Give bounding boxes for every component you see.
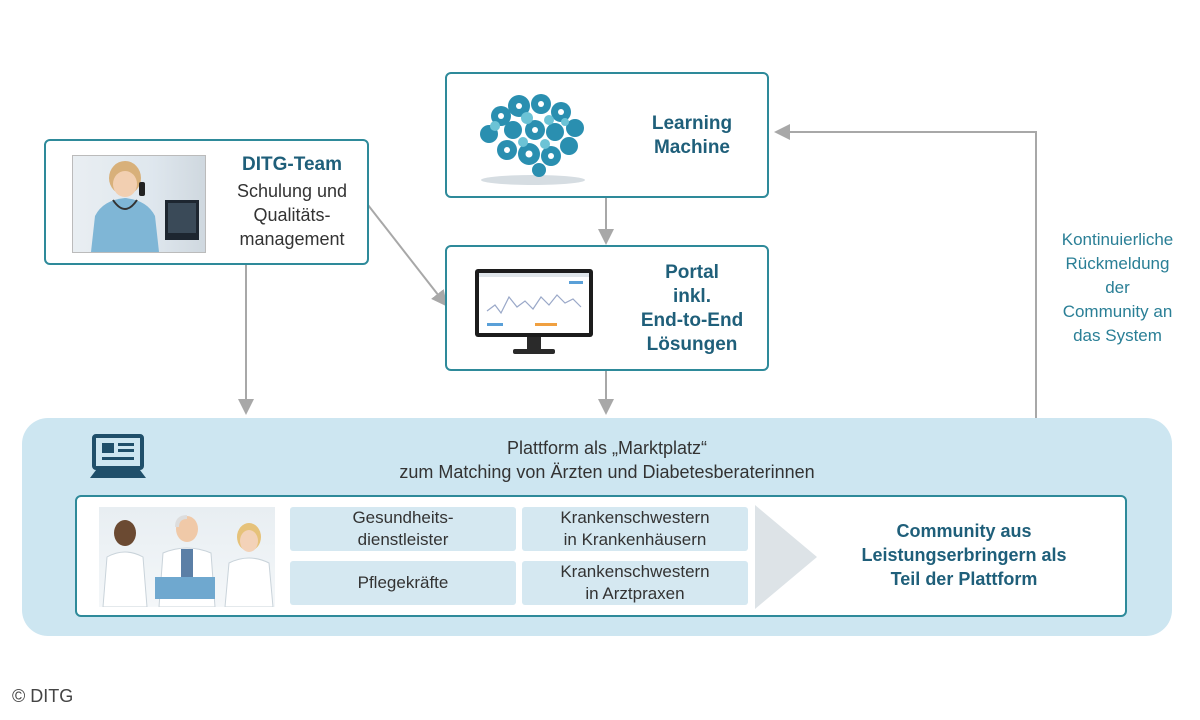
learning-machine-box: Learning Machine <box>445 72 769 198</box>
nurse-phone-image <box>72 155 206 253</box>
portal-line1: Portal <box>665 262 719 283</box>
community-line2: Leistungserbringern als <box>861 545 1067 565</box>
learning-machine-line1: Learning <box>651 113 733 134</box>
platform-title-line1: Plattform als „Marktplatz“ <box>506 438 708 458</box>
learning-machine-line2: Machine <box>653 137 731 158</box>
portal-box: Portal inkl. End-to-End Lösungen <box>445 245 769 371</box>
platform-title-line2: zum Matching von Ärzten und Diabetesbera… <box>399 462 815 482</box>
monitor-icon <box>473 267 595 357</box>
platform-container: Plattform als „Marktplatz“ zum Matching … <box>22 418 1172 636</box>
cell4-line2: in Arztpraxen <box>585 584 685 603</box>
chevron-right-icon <box>755 505 819 609</box>
ditg-team-line1: Schulung und <box>236 181 348 201</box>
portal-line4: Lösungen <box>646 334 738 355</box>
cell3-text: Pflegekräfte <box>357 573 449 592</box>
community-line1: Community aus <box>896 521 1032 541</box>
doctors-image <box>99 507 275 607</box>
portal-line2: inkl. <box>672 286 711 307</box>
feedback-line5: das System <box>1073 326 1162 345</box>
ditg-team-line3: management <box>239 229 345 249</box>
community-box: Gesundheits- dienstleister Krankenschwes… <box>75 495 1127 617</box>
ditg-team-title: DITG-Team <box>242 154 342 175</box>
cell2-line2: in Krankenhäusern <box>563 530 707 549</box>
cell4-line1: Krankenschwestern <box>560 562 710 581</box>
arrow-feedback-loop <box>774 124 1037 418</box>
cell-krankenschwestern-arztpraxen: Krankenschwestern in Arztpraxen <box>522 561 748 605</box>
gear-brain-icon <box>469 86 597 186</box>
cell-gesundheitsdienstleister: Gesundheits- dienstleister <box>290 507 516 551</box>
feedback-label: Kontinuierliche Rückmeldung der Communit… <box>1040 228 1195 348</box>
portal-line3: End-to-End <box>640 310 744 331</box>
feedback-line4: Community an <box>1062 302 1173 321</box>
cell2-line1: Krankenschwestern <box>560 508 710 527</box>
feedback-line1: Kontinuierliche <box>1061 230 1174 249</box>
cell1-line2: dienstleister <box>357 530 449 549</box>
computer-icon <box>90 434 146 480</box>
ditg-team-line2: Qualitäts- <box>253 205 331 225</box>
ditg-team-box: DITG-Team Schulung und Qualitäts- manage… <box>44 139 369 265</box>
cell1-line1: Gesundheits- <box>352 508 454 527</box>
copyright-label: © DITG <box>12 686 74 706</box>
cell-pflegekraefte: Pflegekräfte <box>290 561 516 605</box>
arrow-ditg-to-portal <box>367 204 448 307</box>
cell-krankenschwestern-krankenhaus: Krankenschwestern in Krankenhäusern <box>522 507 748 551</box>
feedback-line2: Rückmeldung <box>1065 254 1170 273</box>
feedback-line3: der <box>1105 278 1130 297</box>
community-line3: Teil der Plattform <box>890 569 1038 589</box>
